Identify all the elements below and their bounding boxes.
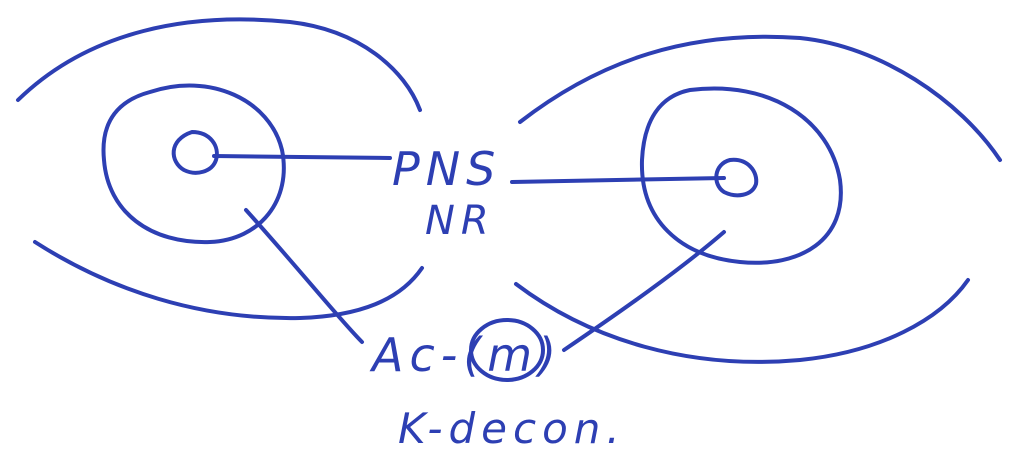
ac-prefix: Ac- — [372, 328, 464, 382]
kdecon-label: K-decon. — [398, 404, 626, 453]
right-pupil-circle — [714, 157, 759, 198]
right-outer-lower-arc — [514, 278, 970, 364]
right-outer-upper-arc — [518, 34, 1002, 162]
ac-circled-text: (m) — [463, 328, 563, 382]
pns-to-right-pupil-line — [510, 176, 726, 184]
pns-label: PNS — [392, 142, 502, 196]
left-pupil-circle — [171, 130, 219, 175]
left-iris-circle — [101, 83, 286, 245]
left-iris-to-ac-line — [244, 208, 364, 344]
ac-label: Ac-(m) — [372, 328, 562, 382]
left-outer-lower-arc — [33, 240, 424, 321]
left-pupil-to-pns-line — [212, 154, 392, 160]
nr-label: NR — [425, 198, 495, 244]
ac-circled-mark — [469, 318, 545, 382]
right-iris-circle — [639, 86, 843, 265]
left-outer-upper-arc — [16, 17, 422, 112]
right-iris-to-ac-line — [562, 230, 726, 352]
